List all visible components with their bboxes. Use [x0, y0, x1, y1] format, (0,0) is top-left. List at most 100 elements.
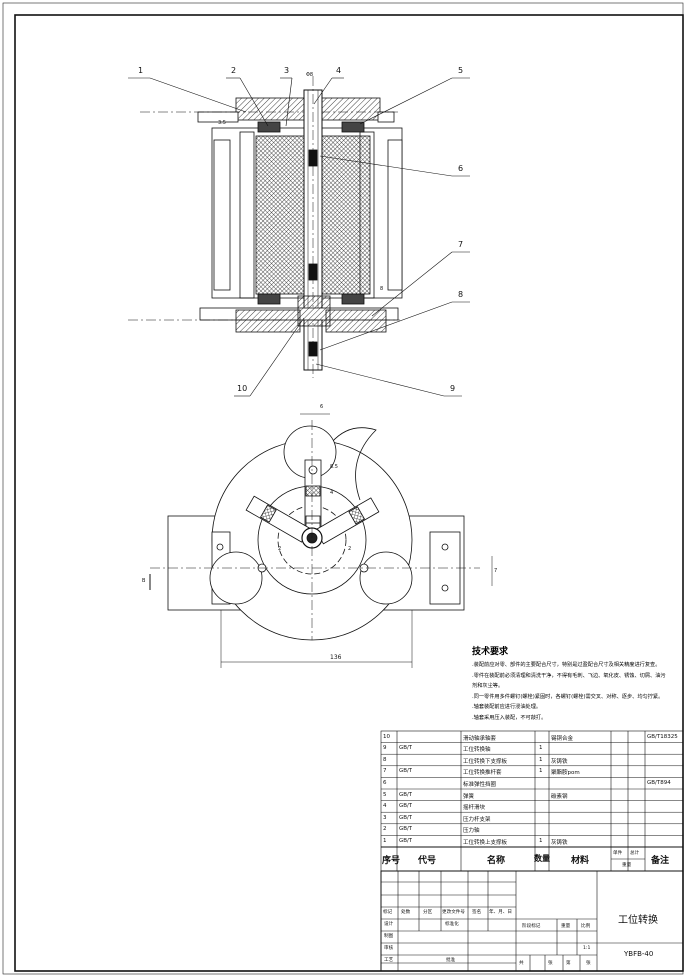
- bom-cell-code: GB/T: [399, 826, 413, 833]
- section-view: [128, 76, 403, 378]
- tb-std-label: 标准化: [445, 922, 459, 927]
- bom-cell-code: GB/T: [399, 837, 413, 844]
- dim-plan-c1: 2: [278, 546, 282, 552]
- tb-role-process: 工艺: [384, 958, 394, 963]
- dim-side-right: 8: [380, 286, 384, 292]
- bom-cell-name: 工位转换推杆套: [463, 770, 502, 777]
- bom-cell-qty: 1: [539, 745, 543, 752]
- balloon-2: 2: [231, 66, 237, 75]
- bom-header-qty: 数量: [534, 854, 550, 863]
- bom-header-material: 材料: [571, 856, 590, 866]
- bom-cell-no: 3: [383, 814, 387, 821]
- dim-plan-c2: 2: [348, 546, 352, 552]
- balloon-6: 6: [458, 164, 464, 173]
- tech-req-line: .轴套采用压入装配，不可敲打。: [472, 714, 547, 721]
- technical-requirements: 技术要求 .装配前应对零、部件的主要配合尺寸，特别是过盈配合尺寸及相关精度进行复…: [472, 644, 684, 724]
- bom-cell-name: 标准弹性挡圈: [463, 781, 497, 788]
- bom-header-code: 代号: [418, 856, 437, 866]
- bom-cell-no: 10: [383, 733, 390, 740]
- bom-cell-no: 9: [383, 745, 387, 752]
- dim-top-mid: Φ8: [306, 72, 314, 78]
- bom-cell-material: 聚酯胺pom: [551, 770, 580, 777]
- dim-plan-right: 7: [494, 568, 498, 574]
- bom-cell-name: 压力轴: [463, 828, 480, 835]
- balloon-4: 4: [336, 66, 342, 75]
- bom-header-mass: 重量: [622, 863, 632, 868]
- tb-sign-label-3: 更改文件号: [442, 910, 465, 915]
- tb-approve-label: 批准: [446, 958, 456, 963]
- bom-cell-no: 6: [383, 779, 387, 786]
- bom-cell-no: 8: [383, 756, 387, 763]
- tb-scale-value: 1:1: [583, 946, 591, 951]
- balloon-3: 3: [284, 66, 290, 75]
- bom-cell-qty: 1: [539, 837, 543, 844]
- dim-plan-left: B: [142, 578, 146, 584]
- tb-sign-label-1: 处数: [401, 910, 411, 915]
- tb-stage-label: 阶段标记: [522, 924, 541, 929]
- bom-cell-code: GB/T: [399, 745, 413, 752]
- bom-header-no: 序号: [382, 856, 401, 866]
- bom-cell-no: 5: [383, 791, 387, 798]
- tech-req-title: 技术要求: [472, 647, 509, 657]
- bom-cell-code: GB/T: [399, 814, 413, 821]
- bom-cell-code: GB/T: [399, 803, 413, 810]
- dim-top-left: 3.5: [218, 120, 226, 126]
- tech-req-line: .同一零件用多件螺钉(螺栓)紧固时，各螺钉(螺栓)需交叉、对称、逐步、均匀拧紧。: [472, 693, 664, 700]
- dim-plan-r1: 8.5: [330, 464, 338, 470]
- bom-cell-name: 工位转换轴: [463, 747, 491, 754]
- bom-cell-material: 碳素钢: [551, 793, 568, 800]
- bom-cell-no: 4: [383, 803, 387, 810]
- tb-sheets-2: 第: [566, 961, 571, 966]
- tb-sheets-3: 张: [586, 961, 591, 966]
- balloon-10: 10: [237, 384, 248, 393]
- bom-cell-code: GB/T: [399, 768, 413, 775]
- bom-cell-name: 工位转换上支撑板: [463, 839, 508, 846]
- bom-header-total-mass: 总计: [630, 851, 640, 856]
- bom-cell-remark: GB/T894: [647, 779, 671, 786]
- bom-cell-material: 锡铜合金: [551, 735, 574, 742]
- tb-sign-label-2: 分区: [423, 910, 433, 915]
- bom-header-unit-mass: 单件: [613, 851, 623, 856]
- drawing-number: YBFB-40: [624, 950, 654, 958]
- tb-weight-label: 重量: [561, 924, 571, 929]
- plan-view: [149, 413, 493, 668]
- coil-left: [255, 135, 305, 295]
- bom-cell-qty: 1: [539, 768, 543, 775]
- tb-role-draw: 制图: [384, 934, 394, 939]
- dim-plan-width: 136: [330, 654, 342, 661]
- title-block-grid: [380, 870, 684, 972]
- tb-role-design: 设计: [384, 922, 394, 927]
- bom-header-remark: 备注: [651, 856, 670, 866]
- bom-header-name: 名称: [487, 856, 506, 866]
- tech-req-line: .轴套装配前应进行浸油处理。: [472, 704, 542, 711]
- bom-cell-no: 2: [383, 826, 387, 833]
- bom-cell-no: 1: [383, 837, 387, 844]
- tb-sign-label-0: 标记: [383, 910, 393, 915]
- balloon-8: 8: [458, 290, 464, 299]
- tb-sheets-1: 张: [548, 961, 553, 966]
- bom-cell-material: 灰铸铁: [551, 758, 568, 765]
- bom-cell-qty: 1: [539, 756, 543, 763]
- balloon-5: 5: [458, 66, 464, 75]
- bom-row-lines: [381, 742, 683, 848]
- balloon-leaders: [128, 77, 470, 397]
- tb-scale-label: 比例: [581, 924, 591, 929]
- balloon-7: 7: [458, 240, 464, 249]
- bom-cell-name: 弹簧: [463, 793, 475, 800]
- tb-role-check: 审核: [384, 946, 394, 951]
- bom-cell-name: 压力杆支架: [463, 816, 491, 823]
- bom-cell-material: 灰铸铁: [551, 839, 568, 846]
- bom-cell-name: 滑动轴承轴套: [463, 735, 497, 742]
- drawing-name: 工位转换: [618, 915, 658, 926]
- tech-req-line: 剂和灰尘等。: [472, 683, 504, 690]
- tb-sheets-0: 共: [519, 961, 524, 966]
- balloon-9: 9: [450, 384, 456, 393]
- bom-cell-remark: GB/T18325: [647, 733, 678, 740]
- bom-cell-name: 工位转换下支撑板: [463, 758, 508, 765]
- bom-cell-name: 摇杆滑块: [463, 805, 486, 812]
- bom-cell-no: 7: [383, 768, 387, 775]
- bom-cell-code: GB/T: [399, 791, 413, 798]
- dim-plan-r2: 4: [330, 490, 334, 496]
- tb-sign-label-5: 年、月、日: [489, 910, 512, 915]
